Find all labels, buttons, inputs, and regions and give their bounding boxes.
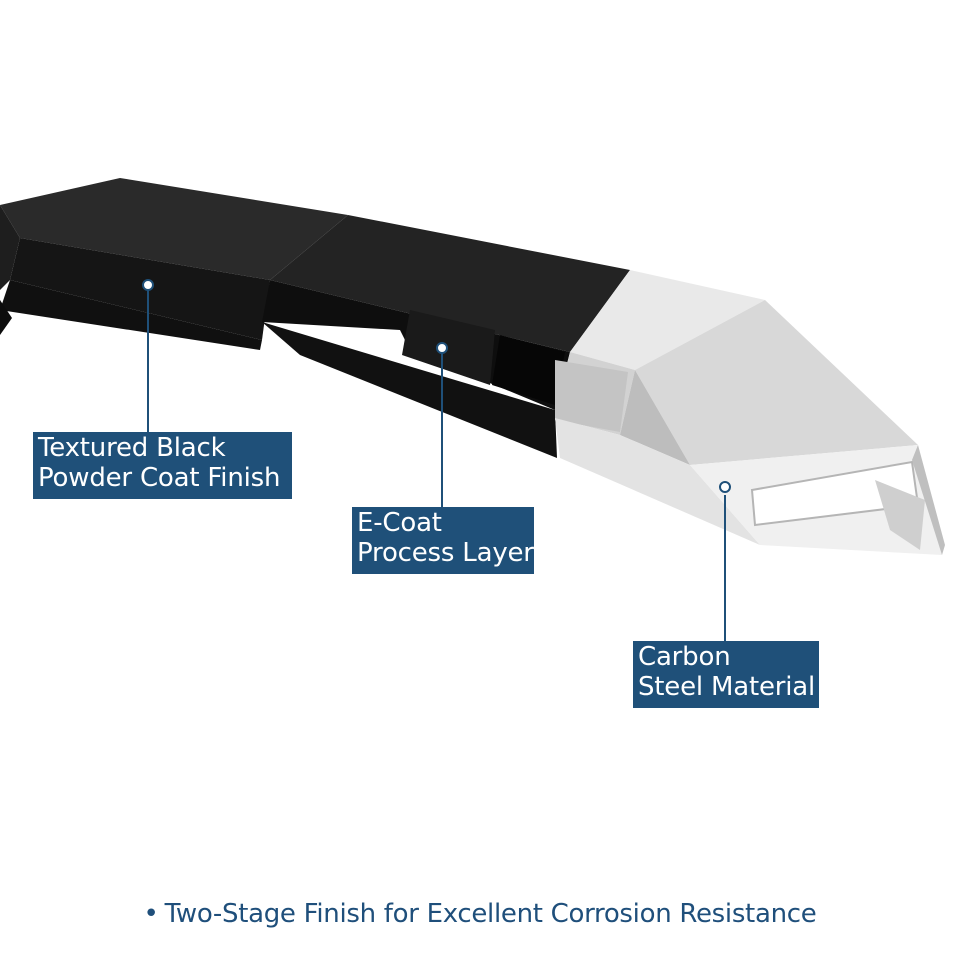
callout-carbon-steel-line-2: Steel Material [638, 672, 816, 702]
callout-powder-coat-line-2: Powder Coat Finish [38, 463, 281, 493]
callout-e-coat: E-Coat Process Layer [352, 507, 534, 574]
leader-line-e-coat [441, 352, 443, 509]
steel-nose-top [635, 300, 918, 465]
black-top-left [0, 178, 348, 280]
black-front-left [10, 238, 270, 340]
black-top-middle [270, 215, 630, 352]
footer-text: Two-Stage Finish for Excellent Corrosion… [164, 899, 817, 929]
steel-edge [912, 445, 945, 555]
marker-dot-powder-coat [142, 279, 154, 291]
callout-powder-coat-line-1: Textured Black [38, 433, 226, 463]
callout-carbon-steel-line-1: Carbon [638, 642, 731, 672]
marker-dot-e-coat [436, 342, 448, 354]
black-recess-panel [402, 310, 495, 385]
black-lower-middle [262, 322, 557, 458]
footer-bullet: • [143, 899, 159, 929]
black-edge-left [0, 300, 12, 335]
leader-line-carbon-steel [724, 495, 726, 643]
callout-e-coat-line-2: Process Layer [357, 538, 534, 568]
callout-carbon-steel: Carbon Steel Material [633, 641, 819, 708]
steel-lower-face [555, 418, 760, 545]
callout-powder-coat: Textured Black Powder Coat Finish [33, 432, 292, 499]
black-lower-left [0, 280, 262, 350]
black-side-left [0, 205, 20, 290]
steel-nose-side [620, 370, 690, 465]
leader-line-powder-coat [147, 288, 149, 433]
steel-top [570, 270, 765, 370]
marker-dot-carbon-steel [719, 481, 731, 493]
callout-e-coat-line-1: E-Coat [357, 508, 442, 538]
footer-caption: •Two-Stage Finish for Excellent Corrosio… [0, 896, 960, 932]
black-recess-inner [492, 335, 565, 405]
steel-front-brushed [555, 360, 628, 432]
steel-bracket [875, 480, 925, 550]
